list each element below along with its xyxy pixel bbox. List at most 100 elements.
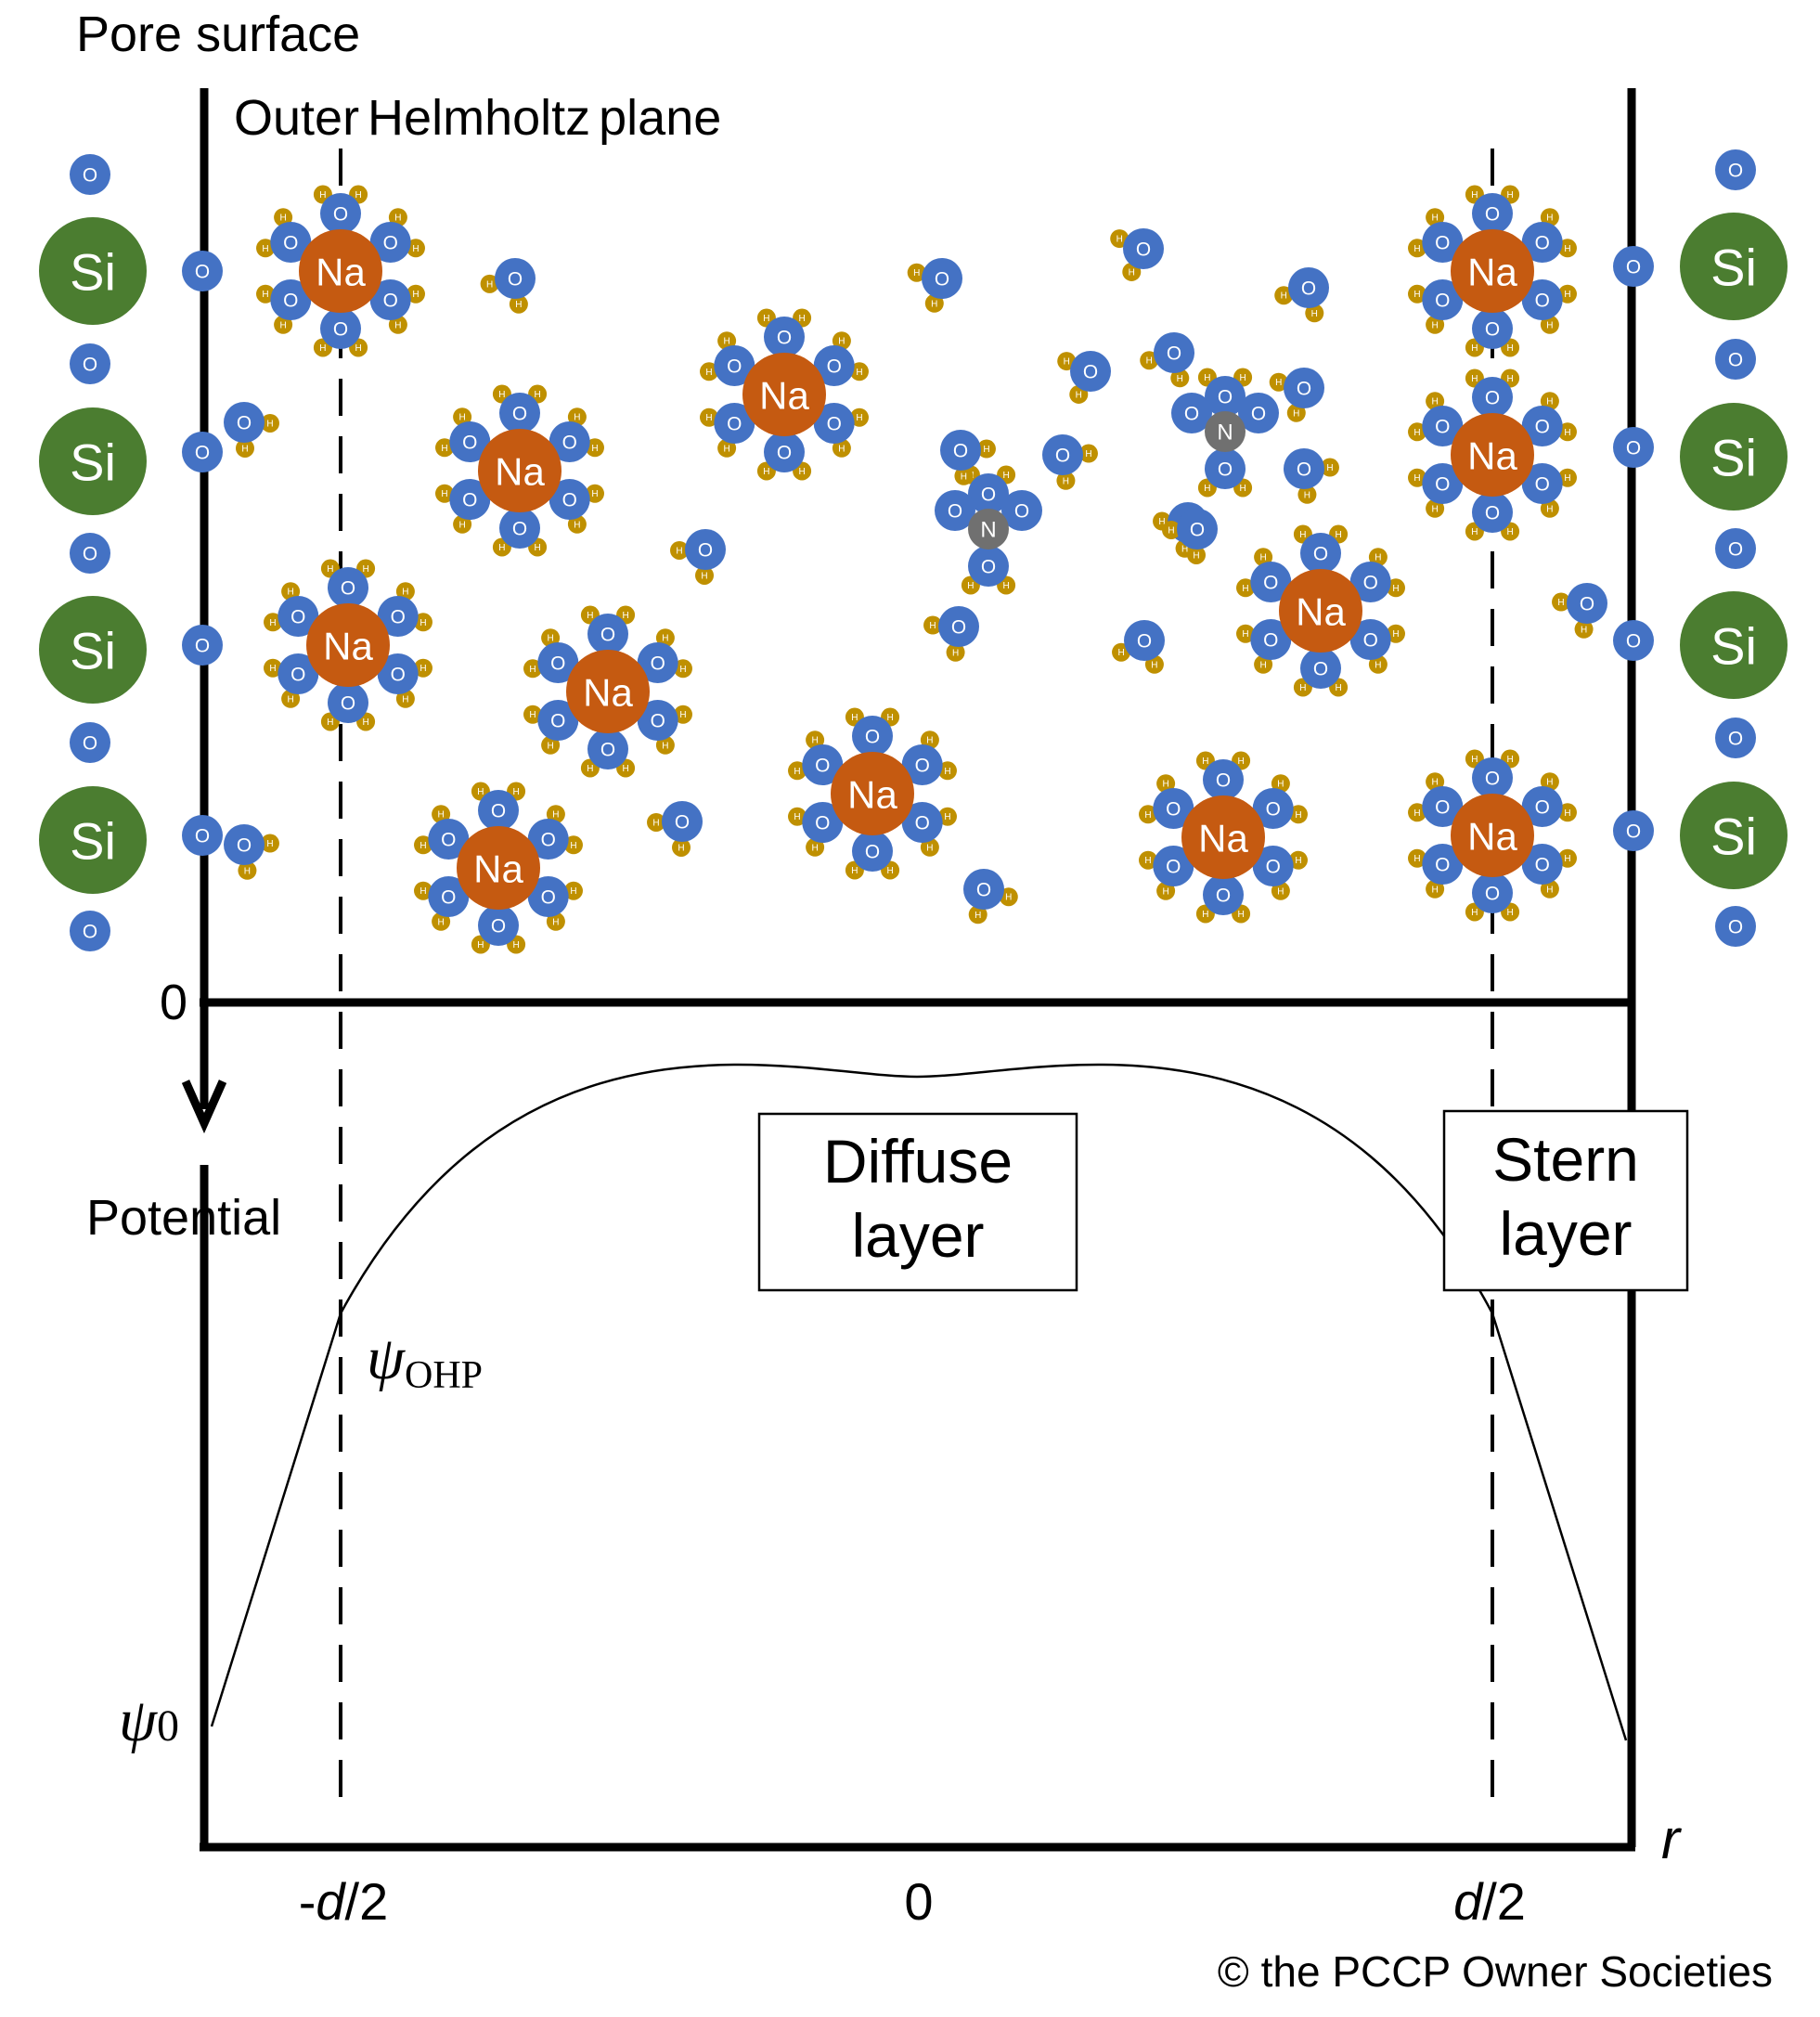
hydrogen-atom: H <box>1140 351 1159 370</box>
hydrogen-atom-symbol: H <box>1295 856 1301 866</box>
oxygen-atom: O <box>1205 376 1246 417</box>
oxygen-atom-symbol: O <box>915 813 930 834</box>
hydrogen-atom: H <box>563 835 583 855</box>
hydrogen-atom: H <box>1286 403 1306 422</box>
oxygen-atom-symbol: O <box>827 414 842 435</box>
oxygen-atom-disc <box>527 876 569 917</box>
oxygen-atom-disc <box>802 802 844 843</box>
oxygen-atom-symbol: O <box>1363 573 1378 594</box>
hydrogen-atom: H <box>585 438 604 458</box>
oxygen-atom: O <box>940 430 981 471</box>
hydrogen-atom: H <box>1557 848 1577 868</box>
hydrogen-atom-symbol: H <box>279 213 286 224</box>
oxygen-atom-symbol: O <box>283 233 298 254</box>
hydrogen-atom-disc <box>937 807 957 826</box>
oxygen-atom-symbol: O <box>1297 459 1311 481</box>
oxygen-atom: O <box>1252 788 1294 829</box>
sodium-ion-symbol: Na <box>1467 434 1517 478</box>
hydrogen-atom-symbol: H <box>1242 584 1248 594</box>
oxygen-atom-disc <box>1349 619 1391 660</box>
silicon-atom-disc <box>39 217 147 325</box>
oxygen-atom-symbol: O <box>391 607 406 628</box>
hydrogen-atom-disc <box>1271 774 1290 794</box>
hydrogen-atom: H <box>670 540 690 560</box>
hydrogen-atom-disc <box>1139 805 1158 824</box>
oxygen-atom: O <box>499 508 540 549</box>
oxygen-atom-disc <box>1124 620 1165 661</box>
oxygen-atom-disc <box>70 154 110 195</box>
hydrogen-atom: H <box>546 912 565 931</box>
oxygen-atom: O <box>478 905 519 946</box>
oxygen-atom-disc <box>1472 873 1513 913</box>
hydrogen-atom-disc <box>1288 805 1308 824</box>
oxygen-atom: O <box>852 831 893 872</box>
oxygen-atom: O <box>70 911 110 951</box>
nitrogen-atom-disc <box>1205 411 1246 452</box>
oxygen-atom: O <box>1203 759 1244 800</box>
sodium-ion: Na <box>1451 794 1534 877</box>
hydrogen-atom: H <box>523 705 543 724</box>
oxygen-atom-disc <box>852 831 893 872</box>
oxygen-atom-symbol: O <box>1626 821 1641 843</box>
hydrogen-atom-symbol: H <box>441 444 447 454</box>
oxygen-atom-symbol: O <box>550 711 565 732</box>
oxygen-atom-disc <box>1521 463 1563 504</box>
oxygen-atom: O <box>478 790 519 831</box>
hydrogen-atom-symbol: H <box>1299 683 1306 693</box>
hydrogen-atom-symbol: H <box>856 413 862 423</box>
oxygen-atom-symbol: O <box>195 262 210 283</box>
oxygen-atom-symbol: O <box>1216 770 1231 792</box>
hydrogen-atom-symbol: H <box>287 588 293 598</box>
sodium-ion: Na <box>299 229 382 313</box>
diffuse-layer-box <box>757 1112 1078 1292</box>
oxygen-atom-disc <box>182 251 223 291</box>
hydrogen-atom-symbol: H <box>498 390 505 400</box>
hydrogen-atom: H <box>281 689 301 708</box>
hydrogen-atom-symbol: H <box>362 718 368 728</box>
oxygen-atom: O <box>1153 788 1194 829</box>
oxygen-atom: O <box>1472 377 1513 418</box>
oxygen-atom-symbol: O <box>1301 278 1316 300</box>
hydrogen-atom-symbol: H <box>355 343 361 354</box>
hydrogen-atom: H <box>567 514 587 534</box>
oxygen-atom: O <box>182 251 223 291</box>
hydrogen-atom: H <box>1170 368 1190 388</box>
hydrogen-atom-symbol: H <box>529 665 536 675</box>
oxygen-atom-symbol: O <box>915 756 930 777</box>
oxygen-atom: O <box>1715 906 1756 947</box>
tick-right-label: d/2 <box>1453 1872 1526 1931</box>
oxygen-atom-disc <box>495 258 536 299</box>
oxygen-atom: O <box>1042 434 1083 475</box>
oxygen-atom: O <box>764 317 805 357</box>
hydrogen-atom: H <box>432 805 451 824</box>
hydrogen-atom: H <box>1557 468 1577 487</box>
hydrogen-atom-symbol: H <box>952 648 959 658</box>
hydrogen-atom: H <box>435 438 455 458</box>
hydrogen-atom-symbol: H <box>1564 290 1570 300</box>
oxygen-atom-symbol: O <box>290 607 305 628</box>
hydrogen-atom-symbol: H <box>241 444 248 454</box>
ohp-label: Outer Helmholtz plane <box>234 90 721 146</box>
oxygen-atom: O <box>549 479 590 520</box>
oxygen-atom-disc <box>1715 528 1756 569</box>
hydrogen-atom-symbol: H <box>967 581 974 591</box>
hydrogen-atom-disc <box>1557 284 1577 304</box>
hydrogen-atom: H <box>260 834 279 853</box>
hydrogen-atom-disc <box>717 438 737 458</box>
oxygen-atom: O <box>1284 448 1324 489</box>
hydrogen-atom-symbol: H <box>437 917 444 927</box>
oxygen-atom-disc <box>1521 222 1563 263</box>
hydrogen-atom: H <box>937 807 957 826</box>
hydrogen-atom-disc <box>1540 392 1559 411</box>
hydrogen-atom-disc <box>1254 548 1273 567</box>
hydrogen-atom-symbol: H <box>458 413 465 423</box>
hydrogen-atom: H <box>432 912 451 931</box>
hydrogen-atom-symbol: H <box>1177 374 1183 384</box>
oxygen-atom-disc <box>1715 339 1756 380</box>
silicon-atom-disc <box>39 407 147 515</box>
hydrogen-atom-symbol: H <box>1063 476 1069 486</box>
hydrogen-atom-symbol: H <box>1326 463 1333 473</box>
hydrogen-atom: H <box>700 362 719 381</box>
hydrogen-atom-symbol: H <box>477 787 484 797</box>
oxygen-atom-symbol: O <box>1728 539 1743 561</box>
